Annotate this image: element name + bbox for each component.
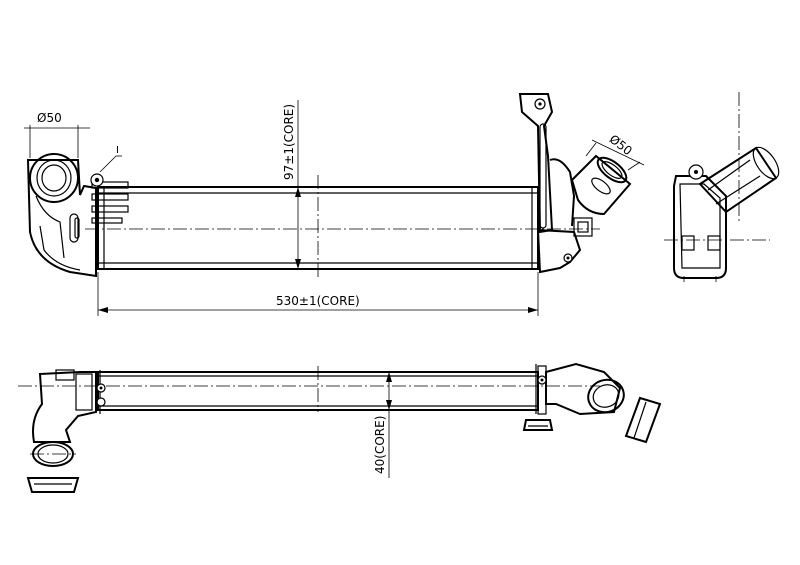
side-view	[664, 92, 780, 282]
front-right-tank	[518, 93, 632, 274]
core-width-dimension: 530±1(CORE)	[97, 272, 539, 316]
front-core	[91, 181, 539, 270]
core-depth-label: 40(CORE)	[373, 416, 387, 474]
detail-marker-label: I	[116, 145, 119, 156]
top-view: 40(CORE)	[18, 362, 662, 493]
top-left-inlet	[26, 369, 106, 493]
top-right-outlet	[522, 362, 662, 444]
left-diameter-dimension: Ø50	[24, 111, 90, 158]
right-diameter-dimension: Ø50	[585, 132, 645, 171]
core-depth-dimension: 40(CORE)	[373, 372, 392, 478]
core-height-dimension: 97±1(CORE)	[282, 100, 301, 270]
core-height-label: 97±1(CORE)	[282, 104, 296, 180]
front-view: Ø50 I	[24, 93, 645, 316]
core-width-label: 530±1(CORE)	[276, 294, 360, 308]
front-left-tank	[26, 153, 104, 278]
left-pipe-diameter-label: Ø50	[37, 111, 62, 125]
detail-marker: I	[99, 145, 122, 173]
